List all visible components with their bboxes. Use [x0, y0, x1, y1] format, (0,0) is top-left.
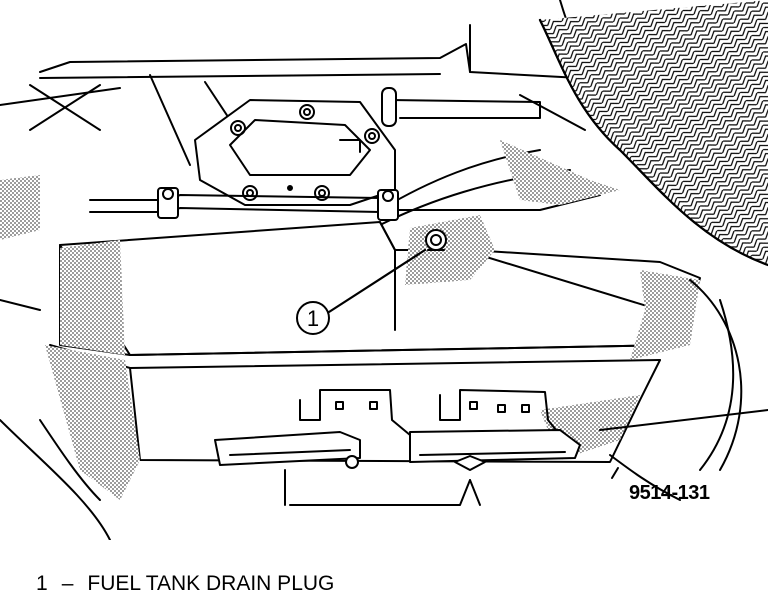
mounting-bracket — [194, 99, 396, 206]
upper-floor-panel — [0, 24, 581, 166]
cross-member — [89, 187, 601, 221]
drain-plug — [425, 229, 447, 251]
fuel-tank — [49, 221, 701, 463]
legend-item-number: 1 — [36, 572, 48, 595]
tire-carrier-arm — [379, 87, 571, 226]
legend-item-separator: – — [61, 572, 74, 595]
legend-item-label: FUEL TANK DRAIN PLUG — [87, 572, 335, 595]
lower-skid-assembly — [214, 389, 581, 506]
callout-leader — [296, 248, 427, 335]
spare-tire — [519, 0, 768, 267]
rear-frame — [0, 279, 768, 540]
callout-number: 1 — [307, 306, 319, 331]
fuel-tank-illustration: 1 — [0, 0, 768, 540]
figure-number: 9514-131 — [629, 482, 710, 504]
legend: 1–FUEL TANK DRAIN PLUG — [36, 572, 334, 596]
